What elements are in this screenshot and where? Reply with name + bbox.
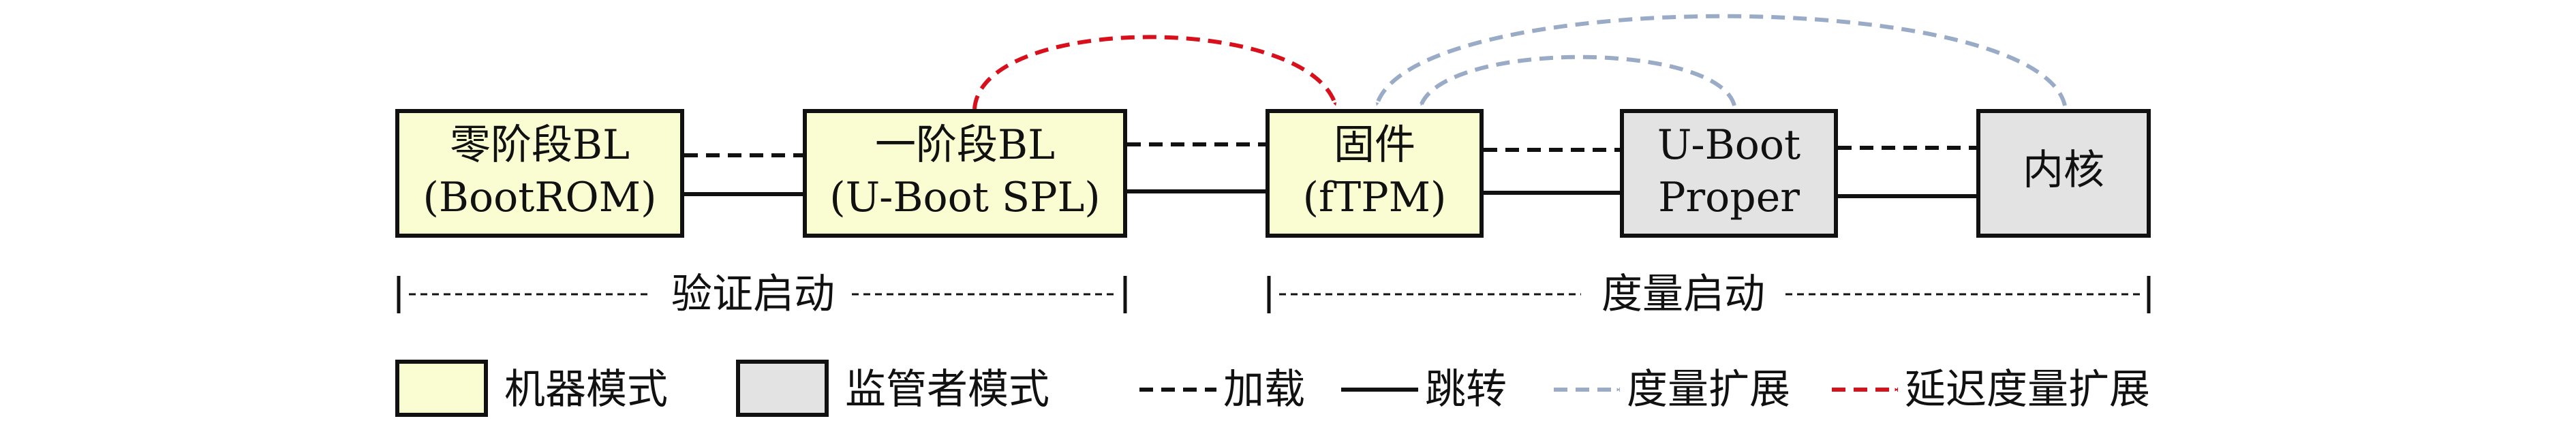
load-arrows (684, 142, 1977, 157)
node-uboot-line1: U-Boot (1657, 121, 1800, 169)
legend-measure-extend-label: 度量扩展 (1627, 366, 1790, 413)
legend-jump-label: 跳转 (1425, 366, 1507, 413)
verified-boot-label: 验证启动 (671, 270, 835, 318)
node-fw-box (1266, 109, 1484, 238)
legend-supervisor-mode-swatch (736, 360, 829, 417)
node-fw-line1: 固件 (1334, 121, 1415, 169)
legend-deferred-measure-extend-label: 延迟度量扩展 (1905, 366, 2150, 413)
node-bl1-line1: 一阶段BL (875, 121, 1055, 169)
legend-machine-mode-label: 机器模式 (504, 366, 668, 413)
deferred-measure-extend-arc-bl1-to-fw (972, 35, 1338, 110)
legend-machine-mode-swatch (395, 360, 488, 417)
measure-extend-arc-uboot-to-fw (1419, 54, 1736, 107)
node-bl0-box (395, 109, 684, 238)
node-uboot-box (1620, 109, 1838, 238)
node-bl1-box (803, 109, 1127, 238)
node-uboot-line2: Proper (1658, 174, 1800, 221)
node-kernel-line1: 内核 (2023, 146, 2104, 194)
measure-extend-arc-kernel-to-fw (1375, 14, 2067, 106)
measured-boot-span (1267, 276, 2151, 313)
jump-arrows (684, 189, 1977, 198)
node-bl1-line2: (U-Boot SPL) (829, 174, 1100, 221)
node-bl0-line1: 零阶段BL (450, 121, 630, 169)
legend-load-label: 加载 (1223, 366, 1305, 413)
legend: 机器模式 监管者模式 加载 跳转 度量扩展 延迟度量扩展 (395, 360, 2150, 417)
node-bl0-line2: (BootROM) (423, 174, 656, 221)
measured-boot-label: 度量启动 (1601, 270, 1765, 318)
node-fw-line2: (fTPM) (1303, 174, 1447, 221)
node-kernel-box (1976, 109, 2151, 238)
legend-supervisor-mode-label: 监管者模式 (845, 366, 1049, 413)
verified-boot-span (397, 276, 1127, 313)
